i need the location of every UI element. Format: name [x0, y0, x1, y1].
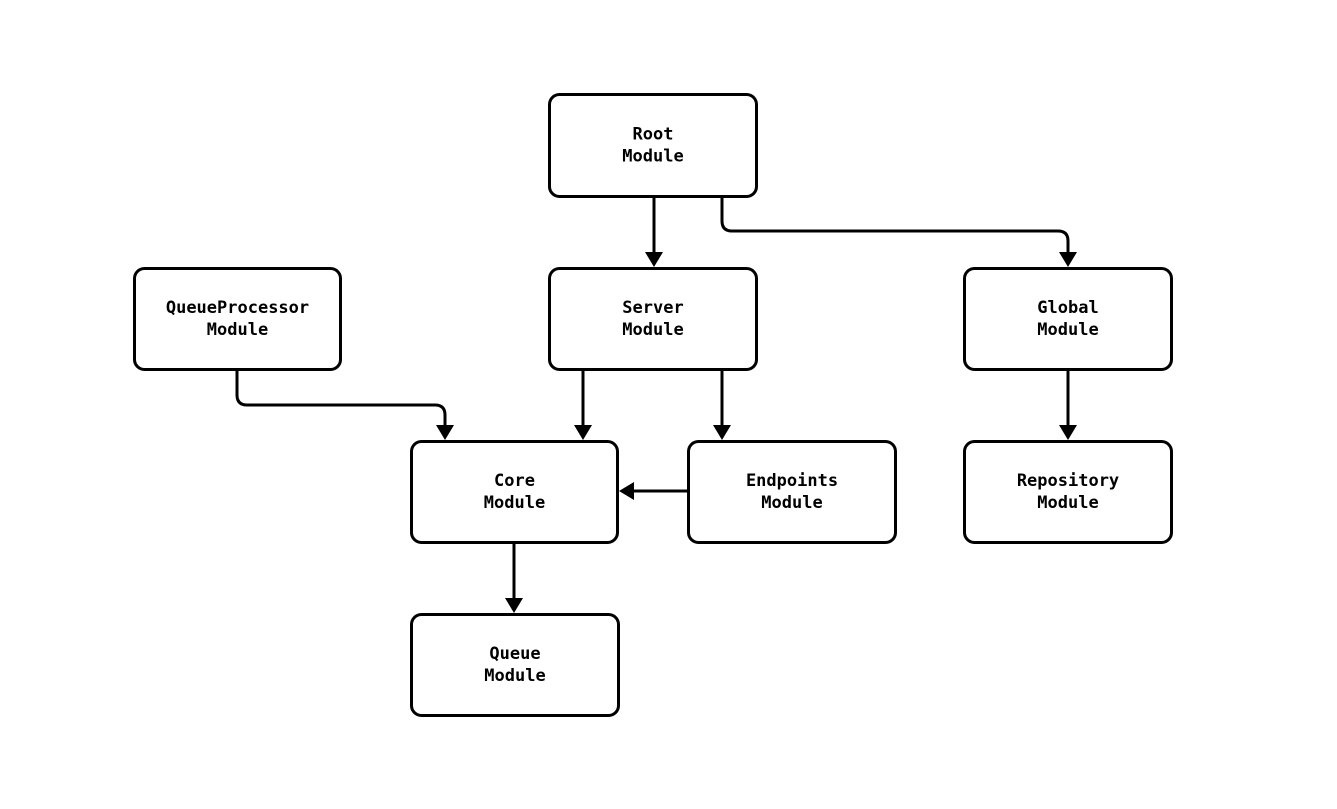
arrow-head-icon — [436, 425, 454, 440]
edge-server-to-core — [574, 371, 592, 440]
node-label-line2: Module — [484, 666, 545, 686]
edge-core-to-queue — [505, 544, 523, 613]
edge-server-to-endpoints — [713, 371, 731, 440]
node-label-line1: Global — [1037, 298, 1098, 318]
node-box[interactable] — [963, 267, 1173, 371]
node-label-line2: Module — [1037, 493, 1098, 513]
nodes-layer: RootModuleQueueProcessorModuleServerModu… — [133, 93, 1173, 717]
node-label-line1: Core — [494, 471, 535, 491]
node-box[interactable] — [133, 267, 342, 371]
node-box[interactable] — [687, 440, 897, 544]
arrow-head-icon — [645, 252, 663, 267]
node-label-line2: Module — [761, 493, 822, 513]
node-box[interactable] — [548, 267, 758, 371]
node-label-line2: Module — [622, 320, 683, 340]
node-label-line1: Repository — [1017, 471, 1119, 491]
edge-global-to-repository — [1059, 371, 1077, 440]
node-label-line1: Root — [633, 125, 674, 145]
edge-line — [720, 198, 1070, 252]
node-label-line2: Module — [1037, 320, 1098, 340]
arrow-head-icon — [574, 425, 592, 440]
edges-layer — [235, 198, 1077, 613]
node-label-line1: Server — [622, 298, 683, 318]
edge-root-to-server — [645, 198, 663, 267]
node-label-line1: QueueProcessor — [166, 298, 309, 318]
node-label-line2: Module — [622, 147, 683, 167]
node-box[interactable] — [410, 440, 619, 544]
node-label-line2: Module — [484, 493, 545, 513]
arrow-head-icon — [619, 482, 634, 500]
node-box[interactable] — [963, 440, 1173, 544]
node-label-line2: Module — [207, 320, 268, 340]
edge-root-to-global — [720, 198, 1077, 267]
node-box[interactable] — [410, 613, 620, 717]
arrow-head-icon — [1059, 425, 1077, 440]
edge-line — [235, 371, 447, 425]
edge-endpoints-to-core — [619, 482, 687, 500]
arrow-head-icon — [1059, 252, 1077, 267]
arrow-head-icon — [713, 425, 731, 440]
node-box[interactable] — [548, 93, 758, 198]
edge-queueprocessor-to-core — [235, 371, 454, 440]
arrow-head-icon — [505, 598, 523, 613]
node-label-line1: Endpoints — [746, 471, 838, 491]
node-label-line1: Queue — [489, 644, 540, 664]
